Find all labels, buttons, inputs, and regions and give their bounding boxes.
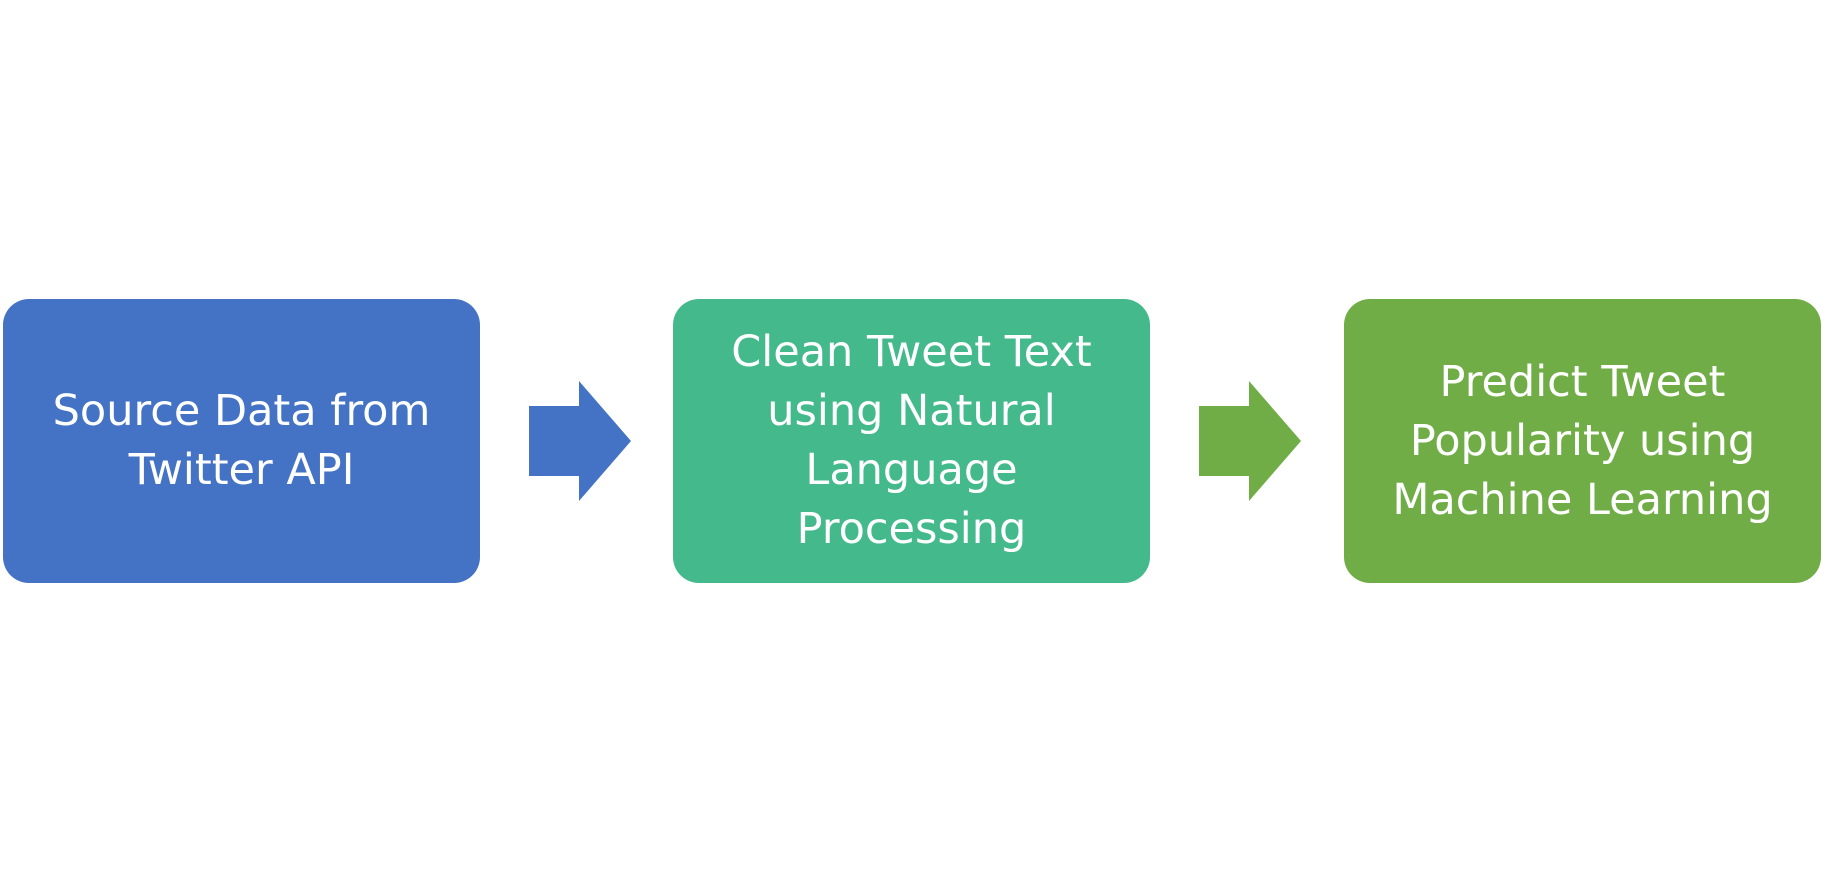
step-clean-text-label: Clean Tweet Text using Natural Language …: [731, 327, 1092, 554]
step-predict-popularity-label: Predict Tweet Popularity using Machine L…: [1392, 356, 1773, 525]
step-source-data: Source Data from Twitter API: [3, 299, 480, 583]
arrow-shape: [529, 381, 631, 501]
arrow-shape: [1199, 381, 1301, 501]
step-clean-text: Clean Tweet Text using Natural Language …: [673, 299, 1150, 583]
step-predict-popularity: Predict Tweet Popularity using Machine L…: [1344, 299, 1821, 583]
step-source-data-label: Source Data from Twitter API: [52, 386, 431, 495]
right-arrow-icon: [1199, 381, 1301, 501]
right-arrow-icon: [529, 381, 631, 501]
